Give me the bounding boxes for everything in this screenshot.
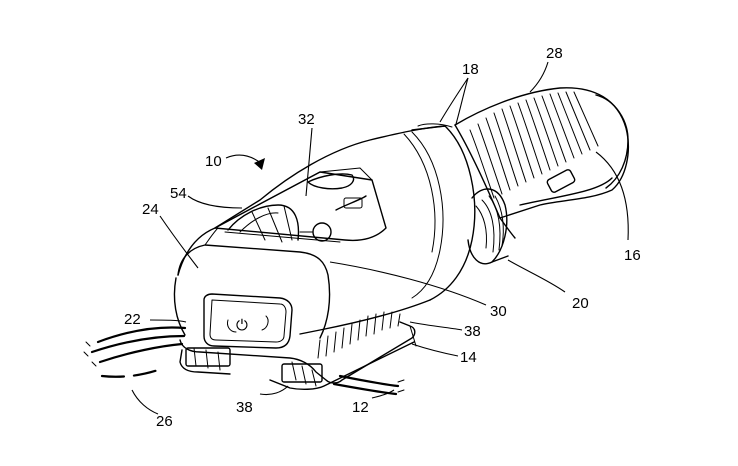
ref-54: 54 <box>170 185 187 202</box>
comb-block-right <box>281 363 323 383</box>
hair-strands <box>83 326 405 396</box>
slide-switch <box>546 169 576 193</box>
ref-28: 28 <box>546 45 563 62</box>
ref-10: 10 <box>205 153 222 170</box>
cutter-window <box>227 173 367 243</box>
reference-numerals: 10 12 14 16 18 20 22 24 26 28 30 32 38 3… <box>124 45 641 430</box>
ref-26: 26 <box>156 413 173 430</box>
control-panel: ⏻ <box>203 293 293 349</box>
window-frame <box>343 197 363 209</box>
ref-32: 32 <box>298 111 315 128</box>
ref-16: 16 <box>624 247 641 264</box>
ref-18: 18 <box>462 61 479 78</box>
comb <box>179 311 417 391</box>
panel-marking: ⏻ <box>236 317 248 334</box>
comb-block-left <box>185 347 231 367</box>
ref-38-lower: 38 <box>236 399 253 416</box>
ref-38-upper: 38 <box>464 323 481 340</box>
leader-lines <box>131 61 629 415</box>
ref-22: 22 <box>124 311 141 328</box>
side-grip <box>467 188 509 265</box>
ref-30: 30 <box>490 303 507 320</box>
comb-teeth <box>185 311 401 387</box>
handle <box>454 87 629 239</box>
arrow-head <box>254 158 265 170</box>
ref-20: 20 <box>572 295 589 312</box>
front-head <box>177 167 387 339</box>
ref-12: 12 <box>352 399 369 416</box>
grip-ridges <box>469 91 599 199</box>
ref-14: 14 <box>460 349 477 366</box>
ref-24: 24 <box>142 201 159 218</box>
